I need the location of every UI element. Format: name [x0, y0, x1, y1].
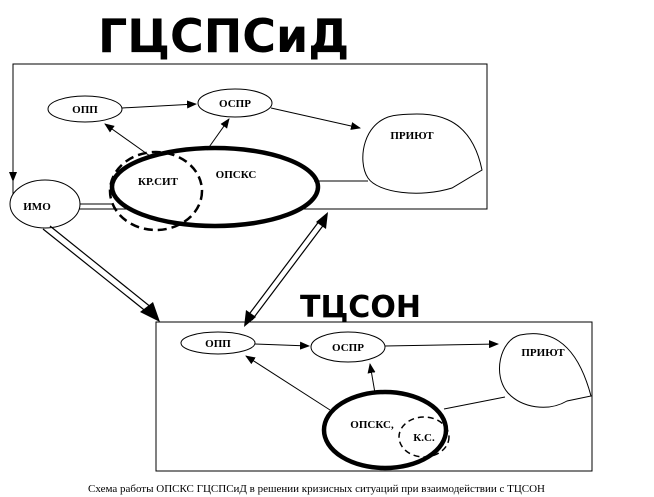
top-node-opp-label: ОПП [72, 104, 98, 116]
arrow-imo-to-bottom-head [140, 302, 160, 322]
arrow-between-blocks-head-bottom [244, 310, 256, 327]
bottom-node-opsks-label: ОПСКС, [350, 419, 394, 431]
diagram-caption: Схема работы ОПСКС ГЦСПСиД в решении кри… [88, 483, 545, 495]
bottom-org-frame [155, 321, 593, 472]
bottom-node-opp-label: ОПП [205, 338, 231, 350]
arrow-b-opp-to-ospr [254, 341, 310, 350]
top-node-ospr: ОСПР [197, 88, 273, 118]
arrow-opsks-to-opp [104, 123, 151, 157]
top-node-imo-label: ИМО [23, 201, 51, 213]
top-node-kr-sit: КР.СИТ [108, 150, 204, 232]
bottom-node-opp: ОПП [180, 331, 256, 355]
arrow-between-blocks-a [246, 219, 321, 318]
line-b-opsks-to-priyut [443, 396, 506, 410]
top-node-opsks: ОПСКС [109, 145, 321, 229]
arrow-opp-to-ospr [121, 100, 197, 109]
arrow-b-ospr-to-priyut [384, 340, 499, 349]
arrow-b-opsks-to-opp [245, 355, 331, 411]
bottom-org-title: ТЦСОН [300, 290, 421, 325]
arrow-opsks-to-ospr [206, 118, 230, 151]
top-org-title: ГЦСПСиД [98, 9, 349, 63]
arrow-b-opsks-to-ospr [367, 363, 376, 394]
bottom-node-opsks: ОПСКС, [321, 389, 449, 471]
top-node-priyut: ПРИЮТ [362, 113, 483, 194]
bottom-node-ks: К.С. [398, 416, 450, 458]
bottom-node-priyut-label: ПРИЮТ [521, 347, 565, 359]
top-node-kr-sit-label: КР.СИТ [138, 176, 179, 188]
bottom-node-ks-label: К.С. [413, 432, 435, 444]
arrow-between-blocks-b [251, 222, 326, 321]
top-node-opsks-label: ОПСКС [216, 169, 257, 181]
bottom-node-ospr-label: ОСПР [332, 342, 364, 354]
arrow-imo-to-bottom-a [42, 228, 149, 314]
top-node-priyut-label: ПРИЮТ [390, 130, 434, 142]
arrow-ospr-to-priyut [270, 107, 361, 130]
top-node-imo: ИМО [9, 179, 81, 229]
arrow-imo-to-bottom-b [49, 225, 153, 309]
arrow-between-blocks-head-top [316, 212, 328, 229]
bottom-node-ospr: ОСПР [310, 331, 386, 363]
top-node-opp: ОПП [47, 95, 123, 123]
bottom-node-priyut: ПРИЮТ [499, 333, 592, 408]
top-node-ospr-label: ОСПР [219, 98, 251, 110]
